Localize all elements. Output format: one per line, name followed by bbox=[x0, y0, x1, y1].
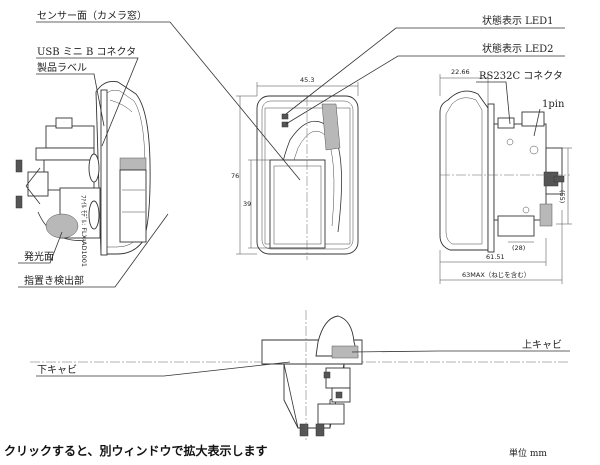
callout-usb-connector: USB ミニ B コネクタ bbox=[37, 46, 136, 58]
side-dimensions: 22.66 (55) (28) 61.51 63MAX（ねじを含む） bbox=[439, 68, 572, 284]
callout-status-led2: 状態表示 LED2 bbox=[482, 42, 554, 55]
enlarge-link[interactable]: クリックすると、別ウィンドウで拡大表示します bbox=[4, 444, 268, 458]
unit-label: 単位 mm bbox=[509, 449, 547, 459]
dim-side-overall: 61.51 bbox=[486, 253, 505, 261]
leader-lines bbox=[18, 21, 570, 377]
callout-rs232c: RS232C コネクタ bbox=[479, 70, 563, 82]
dim-inner-height: 39 bbox=[243, 200, 251, 208]
callout-lower-cap: 下キャビ bbox=[37, 364, 77, 376]
callout-pin1: 1pin bbox=[542, 99, 565, 110]
callout-finger-detect: 指置き検出部 bbox=[24, 274, 84, 287]
callout-sensor-surface: センサー面（カメラ窓） bbox=[37, 9, 147, 22]
callout-upper-cap: 上キャビ bbox=[522, 339, 562, 351]
callout-emitter-surface: 発光面 bbox=[24, 250, 54, 263]
dim-side-right-height: (55) bbox=[558, 190, 566, 203]
right-side-view bbox=[439, 90, 570, 253]
front-dimensions: 45.3 76 39 bbox=[231, 76, 359, 255]
product-label-vertical-text: ﾌｧｲﾙ ﾓﾃﾞﾙ: FLX-AD1001 bbox=[80, 195, 88, 267]
callout-product-label: 製品ラベル bbox=[37, 61, 87, 74]
left-side-view: ﾌｧｲﾙ ﾓﾃﾞﾙ: FLX-AD1001 bbox=[15, 81, 151, 267]
dim-side-max: 63MAX（ねじを含む） bbox=[462, 270, 530, 279]
dim-front-width: 45.3 bbox=[300, 76, 314, 84]
dim-side-small: (28) bbox=[512, 244, 525, 252]
dim-front-height: 76 bbox=[231, 172, 239, 180]
bottom-view bbox=[30, 310, 570, 440]
callout-status-led1: 状態表示 LED1 bbox=[482, 14, 554, 27]
front-view bbox=[256, 95, 359, 260]
dim-side-depth-top: 22.66 bbox=[451, 68, 470, 76]
